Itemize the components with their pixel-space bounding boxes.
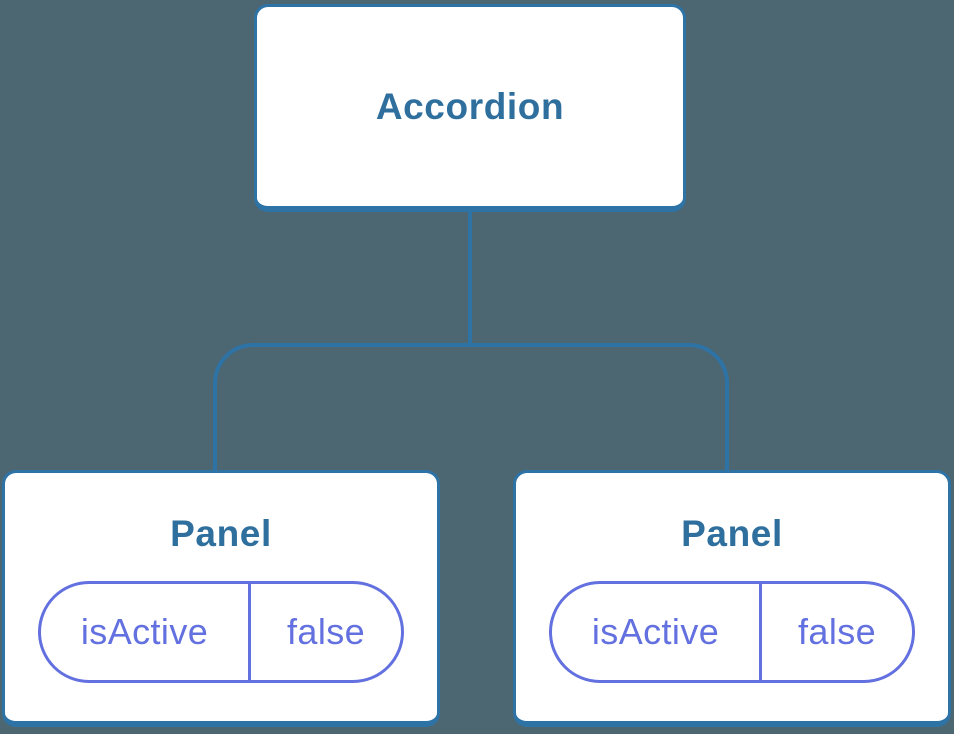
state-value: false — [798, 611, 877, 652]
panel-node-right: Panel isActive false — [513, 470, 951, 727]
tree-connector-bracket — [213, 343, 729, 470]
state-key: isActive — [552, 584, 763, 680]
panel-node-left: Panel isActive false — [2, 470, 440, 727]
state-pill: isActive false — [38, 581, 404, 683]
tree-connector-stem — [468, 211, 472, 345]
accordion-node: Accordion — [254, 4, 686, 212]
state-value: false — [287, 611, 366, 652]
state-pill: isActive false — [549, 581, 915, 683]
panel-node-label: Panel — [681, 513, 783, 554]
panel-node-label: Panel — [170, 513, 272, 554]
accordion-node-label: Accordion — [375, 85, 565, 127]
state-key: isActive — [41, 584, 252, 680]
